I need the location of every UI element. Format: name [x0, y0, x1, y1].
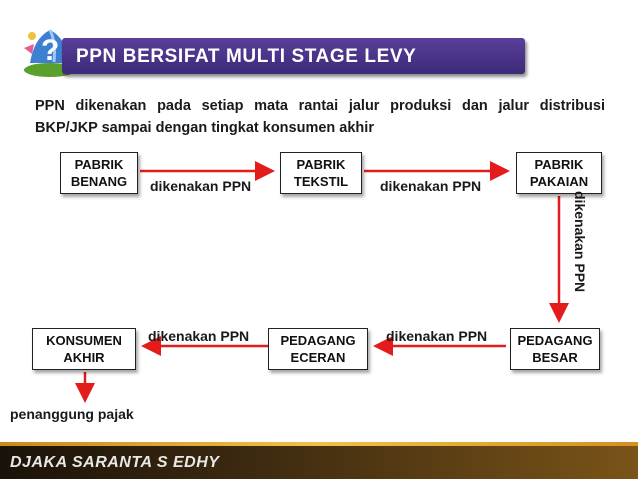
- page-title: PPN BERSIFAT MULTI STAGE LEVY: [76, 46, 417, 67]
- edge-label-1: dikenakan PPN: [150, 178, 252, 194]
- edge-label-3: dikenakan PPN: [572, 191, 588, 293]
- footer-author: DJAKA SARANTA S EDHY: [10, 454, 220, 471]
- footer-bar: [0, 446, 638, 479]
- svg-text:?: ?: [41, 34, 59, 67]
- title-banner: PPN BERSIFAT MULTI STAGE LEVY: [62, 38, 525, 74]
- output-label: penanggung pajak: [10, 406, 134, 422]
- edge-label-5: dikenakan PPN: [148, 328, 250, 344]
- footer-glow: [0, 442, 638, 446]
- edge-label-2: dikenakan PPN: [380, 178, 482, 194]
- intro-text: PPN dikenakan pada setiap mata rantai ja…: [35, 98, 605, 136]
- edge-label-4: dikenakan PPN: [386, 328, 488, 344]
